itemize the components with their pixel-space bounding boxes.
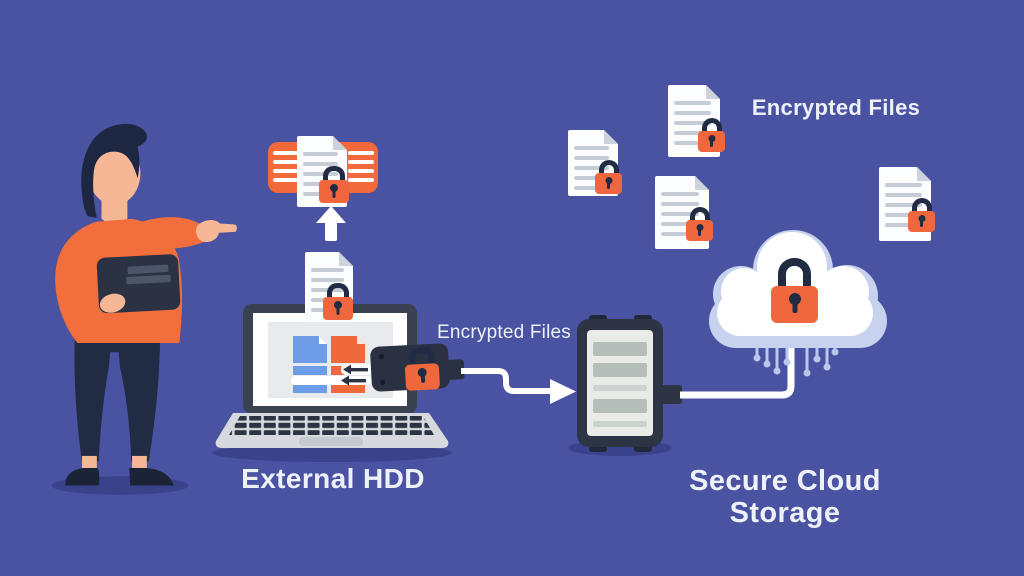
encrypted-document-icon [668, 85, 748, 161]
left-ankle [82, 455, 97, 468]
laptop-icon [212, 304, 465, 462]
pointing-hand-icon [195, 220, 237, 243]
right-shoe [129, 467, 174, 486]
padlock-icon [323, 283, 353, 320]
server-cloud-cable [680, 336, 795, 399]
server-port [659, 385, 682, 404]
person-face [88, 142, 141, 205]
laptop-touchpad [299, 437, 363, 446]
padlock-icon [908, 198, 935, 232]
cloud-padlock-icon [771, 258, 818, 323]
padlock-icon [698, 118, 725, 152]
up-arrow-icon [316, 206, 346, 223]
person-hair [81, 123, 148, 218]
cable-arrow-icon [461, 368, 576, 404]
encrypted-files-top-label: Encrypted Files [751, 95, 921, 120]
encrypted-document-icon [655, 176, 737, 254]
person-pointing-icon [51, 123, 237, 495]
external-hdd-label: External HDD [241, 463, 425, 494]
blue-file-icon [293, 336, 327, 393]
padlock-icon [319, 166, 349, 203]
holding-arm [56, 267, 107, 313]
pointing-arm [142, 217, 207, 249]
laptop-shadow [212, 444, 452, 462]
encrypted-document-icon [568, 130, 648, 200]
laptop-keyboard [229, 416, 434, 435]
up-arrow-shaft [325, 222, 337, 241]
hdd-padlock-icon [404, 346, 441, 391]
padlock-icon [686, 207, 713, 241]
padlock-icon [595, 160, 622, 194]
right-ankle [132, 455, 147, 468]
transfer-arrows-icon [291, 364, 372, 386]
encrypted-document-icon [879, 167, 959, 247]
secure-cloud-storage-label: Secure Cloud Storage [689, 465, 881, 529]
circuit-dots [753, 348, 839, 377]
holding-hand [99, 293, 126, 313]
encrypted-files-mid-label: Encrypted Files [437, 322, 571, 343]
left-shoe [65, 467, 100, 486]
